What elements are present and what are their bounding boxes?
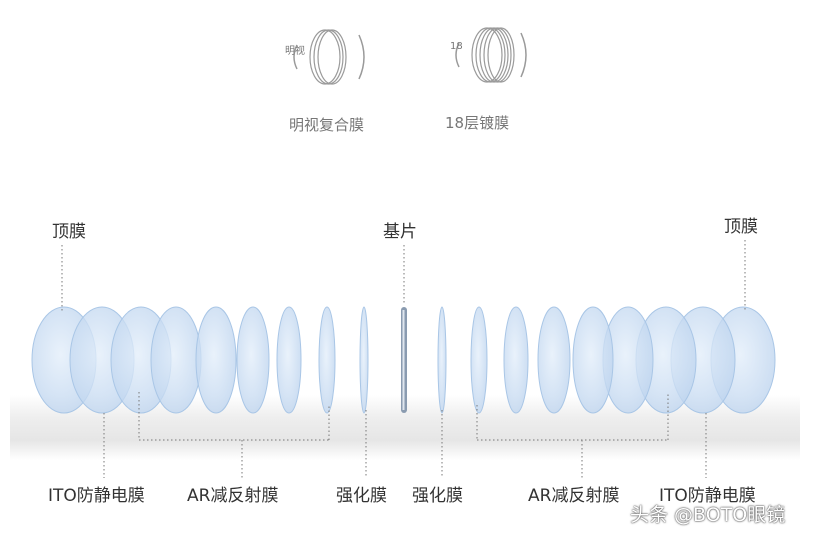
label-top-film-right: 顶膜 — [724, 217, 758, 237]
icon-glyph-text-18: 18 — [450, 41, 463, 52]
lens-layer — [437, 306, 447, 414]
substrate-highlight — [402, 310, 405, 410]
icon-ring — [475, 27, 506, 83]
icon-ring — [309, 29, 341, 85]
label-ito-left: ITO防静电膜 — [48, 486, 145, 506]
icon-bracket-right — [520, 32, 527, 78]
label-ar-left: AR减反射膜 — [187, 486, 279, 506]
lens-layer — [537, 306, 571, 414]
lens-layer — [276, 306, 302, 414]
icon-bracket-left — [455, 42, 460, 68]
eighteen-layer-icon — [455, 27, 527, 83]
lens-layer — [503, 306, 529, 414]
label-ito-right: ITO防静电膜 — [659, 486, 756, 506]
icon-bracket-left — [293, 44, 298, 70]
icon-ring — [317, 29, 347, 85]
lens-layer — [150, 306, 202, 414]
label-substrate: 基片 — [383, 222, 417, 242]
combo-film-icon — [293, 29, 365, 85]
icon-ring — [313, 29, 344, 85]
label-top-film-left: 顶膜 — [52, 222, 86, 242]
icon-caption-combo: 明视复合膜 — [289, 116, 365, 134]
lens-layer — [470, 306, 488, 414]
icon-caption-18-layer: 18层镀膜 — [445, 114, 510, 132]
lens-layer — [359, 306, 369, 414]
lens-layer — [318, 306, 336, 414]
icon-ring — [479, 27, 509, 83]
lens-layer — [195, 306, 237, 414]
icon-ring — [483, 27, 512, 83]
watermark: 头条 @BOTO眼镜 — [630, 504, 786, 526]
label-hardcoat-right: 强化膜 — [412, 486, 463, 506]
lens-layer — [236, 306, 270, 414]
lens-layer — [572, 306, 614, 414]
label-hardcoat-left: 强化膜 — [336, 486, 387, 506]
icon-ring — [487, 27, 515, 83]
icon-ring — [471, 27, 503, 83]
icon-bracket-right — [358, 34, 365, 80]
icon-glyph-text-combo: 明视 — [285, 46, 305, 57]
label-ar-right: AR减反射膜 — [528, 486, 620, 506]
